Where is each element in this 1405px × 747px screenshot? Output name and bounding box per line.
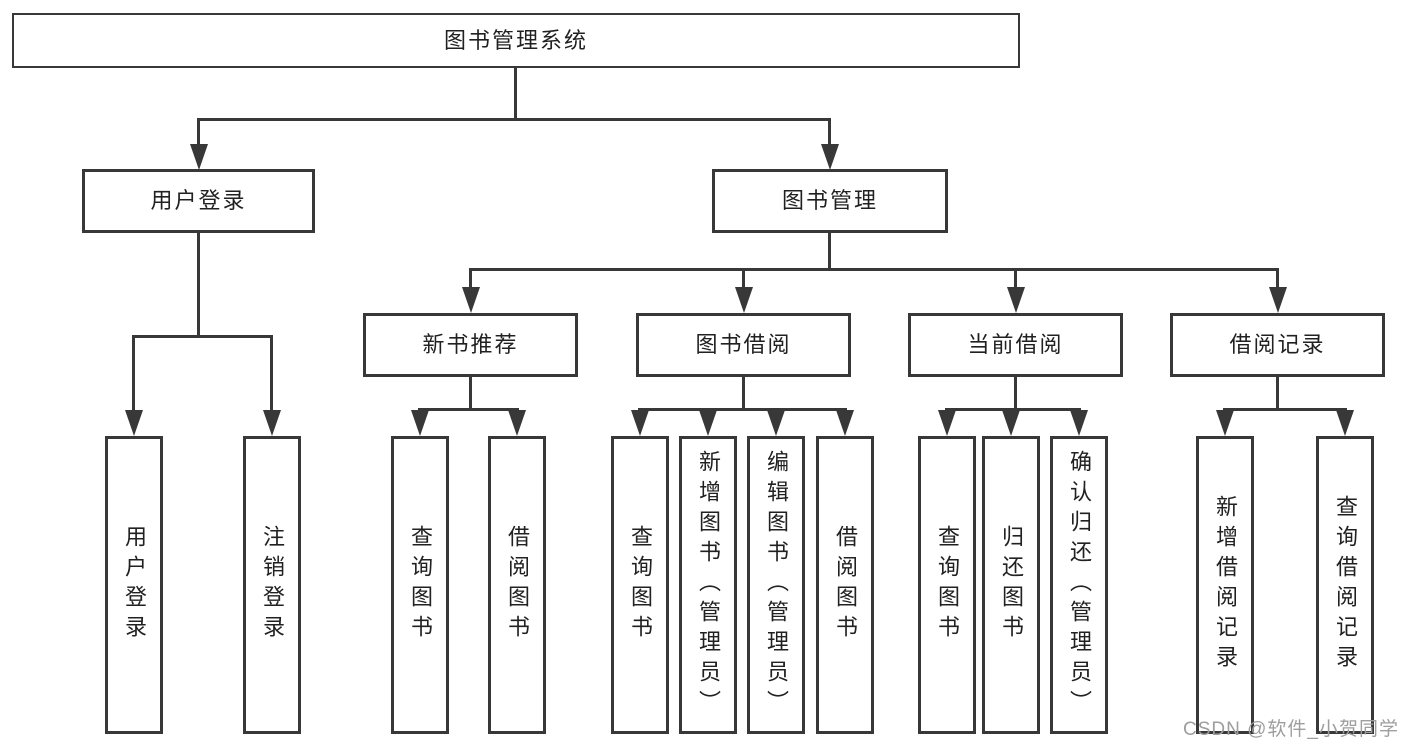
leaf-records-add-borrow-record: 新增借阅记录 — [1196, 436, 1254, 734]
connector-vline-records-drop — [1276, 377, 1279, 411]
leaf-recommend-query-book: 查询图书 — [391, 436, 449, 734]
connector-vline-to-new-book-recommend — [469, 268, 472, 290]
connector-vline-to-leaf-user-login — [132, 335, 135, 413]
connector-vline-recommend-drop — [469, 377, 472, 411]
node-new-book-recommend: 新书推荐 — [363, 313, 578, 377]
connector-arrowhead-book-borrow — [735, 287, 753, 313]
node-user-login: 用户登录 — [82, 169, 315, 233]
connector-arrowhead-current-confirm — [1070, 410, 1088, 436]
connector-vline-to-borrow-records — [1276, 268, 1279, 290]
connector-arrowhead-borrow-add — [699, 410, 717, 436]
node-book-borrow: 图书借阅 — [636, 313, 851, 377]
connector-hline-current-group — [945, 408, 1081, 411]
connector-vline-borrow-drop — [742, 377, 745, 411]
watermark-text: CSDN @软件_小贺同学 — [1183, 719, 1399, 740]
connector-hline-borrow-group — [638, 408, 847, 411]
connector-arrowhead-new-book-recommend — [462, 287, 480, 313]
connector-arrowhead-recommend-query — [411, 410, 429, 436]
connector-arrowhead-user-login — [190, 144, 208, 170]
connector-hline-recommend-group — [418, 408, 519, 411]
connector-vline-to-book-management — [828, 118, 831, 148]
leaf-user-login: 用户登录 — [105, 436, 163, 734]
leaf-current-query-book: 查询图书 — [918, 436, 976, 734]
leaf-borrow-add-book-admin: 新增图书（管理员） — [679, 436, 737, 734]
connector-arrowhead-current-return — [1002, 410, 1020, 436]
connector-arrowhead-records-add — [1216, 410, 1234, 436]
node-book-management: 图书管理 — [712, 169, 948, 233]
connector-hline-records-group — [1223, 408, 1347, 411]
connector-vline-current-drop — [1014, 377, 1017, 411]
connector-arrowhead-current-query — [938, 410, 956, 436]
connector-hline-book-management — [469, 268, 1279, 271]
node-root-library-management-system: 图书管理系统 — [12, 13, 1020, 68]
leaf-current-return-book: 归还图书 — [982, 436, 1040, 734]
leaf-borrow-query-book: 查询图书 — [611, 436, 669, 734]
leaf-logout-login: 注销登录 — [243, 436, 301, 734]
connector-arrowhead-records-query — [1336, 410, 1354, 436]
connector-vline-to-current-borrow — [1014, 268, 1017, 290]
connector-vline-to-leaf-logout — [270, 335, 273, 413]
connector-arrowhead-leaf-user-login — [125, 410, 143, 436]
connector-hline-root — [197, 118, 831, 121]
connector-vline-root-drop — [514, 67, 517, 120]
connector-arrowhead-borrow-borrow — [836, 410, 854, 436]
leaf-borrow-borrow-book: 借阅图书 — [816, 436, 874, 734]
node-current-borrow: 当前借阅 — [908, 313, 1123, 377]
connector-vline-to-user-login — [197, 118, 200, 148]
connector-hline-user-login-group — [132, 335, 273, 338]
connector-vline-user-login-drop — [197, 232, 200, 338]
connector-arrowhead-borrow-records — [1269, 287, 1287, 313]
leaf-borrow-edit-book-admin: 编辑图书（管理员） — [747, 436, 805, 734]
connector-arrowhead-current-borrow — [1007, 287, 1025, 313]
connector-arrowhead-borrow-query — [631, 410, 649, 436]
connector-vline-to-book-borrow — [742, 268, 745, 290]
connector-arrowhead-borrow-edit — [767, 410, 785, 436]
connector-arrowhead-recommend-borrow — [508, 410, 526, 436]
leaf-records-query-borrow-record: 查询借阅记录 — [1316, 436, 1374, 734]
connector-vline-book-management-drop — [828, 232, 831, 271]
connector-arrowhead-book-management — [821, 144, 839, 170]
leaf-recommend-borrow-book: 借阅图书 — [488, 436, 546, 734]
leaf-current-confirm-return-admin: 确认归还（管理员） — [1050, 436, 1108, 734]
node-borrow-records: 借阅记录 — [1170, 313, 1385, 377]
connector-arrowhead-leaf-logout — [263, 410, 281, 436]
